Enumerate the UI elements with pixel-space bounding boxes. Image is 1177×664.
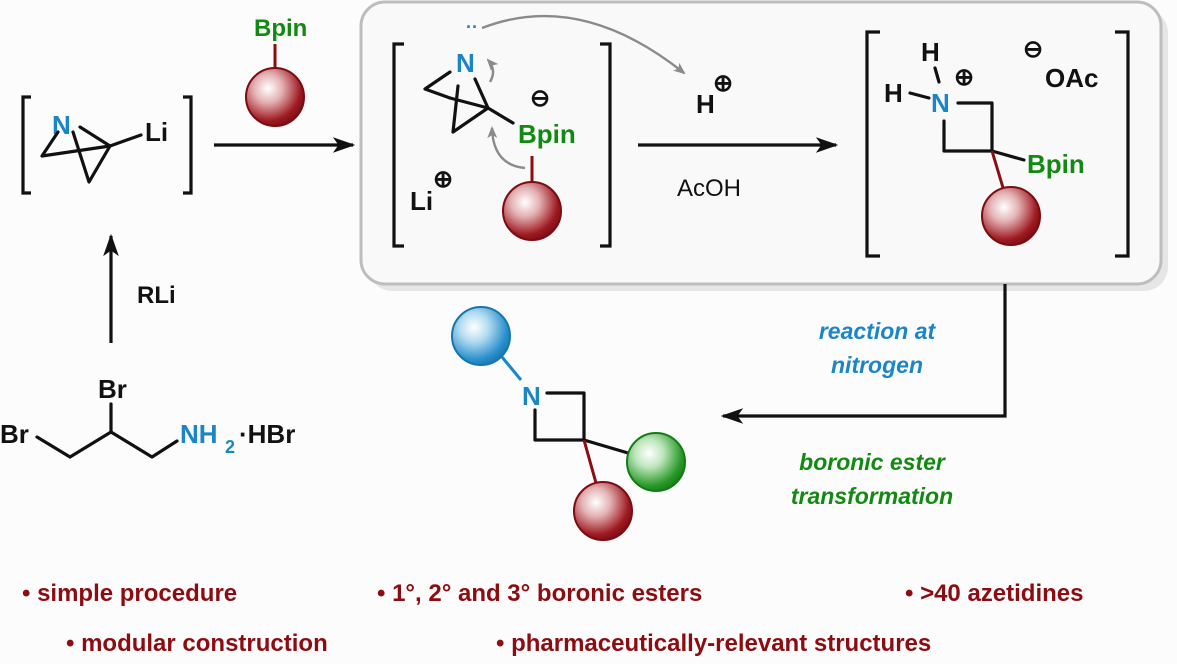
bracket-right	[183, 95, 193, 195]
label-reaction-at-nitrogen-2: nitrogen	[831, 352, 923, 378]
starting-material: Br Br NH 2 ·HBr	[0, 374, 295, 459]
arrow-step4	[720, 284, 1007, 424]
feature-list: • simple procedure • 1°, 2° and 3° boron…	[22, 580, 1084, 657]
br-left: Br	[0, 419, 29, 449]
feature-item: • pharmaceutically-relevant structures	[496, 630, 931, 657]
ate-complex: ·· N ⊖ Bpin Li ⊕	[392, 14, 686, 248]
label-boronic-ester-1: boronic ester	[799, 449, 946, 475]
label-boronic-ester-2: transformation	[791, 483, 953, 509]
bracket-right	[600, 42, 612, 248]
label-reaction-at-nitrogen-1: reaction at	[819, 318, 937, 344]
cation-charge: ⊕	[433, 166, 453, 193]
amine-nh: NH	[180, 419, 218, 449]
curly-arrow-migration	[487, 126, 526, 170]
feature-item: • simple procedure	[22, 580, 237, 607]
anion-charge: ⊖	[530, 85, 550, 112]
bpin-label: Bpin	[254, 15, 307, 42]
bracket-right	[1115, 30, 1130, 258]
br-top: Br	[98, 374, 127, 404]
blue-substituent-sphere	[451, 306, 511, 366]
counterion-charge: ⊖	[1023, 36, 1043, 63]
nitrogen-atom: N	[931, 88, 950, 118]
product-azetidine: N	[451, 306, 686, 541]
feature-item: • modular construction	[66, 630, 328, 657]
lone-pair: ··	[466, 17, 478, 37]
red-substituent-sphere	[981, 186, 1041, 246]
amine-subscript: 2	[225, 437, 235, 457]
curly-arrow-bond	[486, 58, 499, 83]
red-substituent-sphere	[245, 67, 305, 127]
n-charge: ⊕	[954, 64, 974, 91]
curly-arrow-protonation	[481, 14, 686, 75]
bracket-left	[21, 95, 31, 195]
nitrogen-atom: N	[456, 48, 475, 78]
h-left: H	[884, 78, 903, 108]
lithium-label: Li	[145, 117, 168, 147]
bpin-label: Bpin	[518, 119, 576, 149]
bpin-label: Bpin	[1027, 149, 1085, 179]
step2-reagent: Bpin	[245, 15, 307, 127]
feature-item: • 1°, 2° and 3° boronic esters	[377, 580, 702, 607]
green-substituent-sphere	[626, 432, 686, 492]
abb-lithium: N Li	[21, 95, 193, 195]
feature-item: • >40 azetidines	[905, 580, 1084, 607]
red-substituent-sphere	[573, 481, 633, 541]
counterion: OAc	[1045, 63, 1098, 93]
rli-label: RLi	[137, 282, 176, 309]
bracket-left	[865, 30, 880, 258]
acoh-label: AcOH	[677, 175, 741, 202]
red-substituent-sphere	[502, 181, 562, 241]
hbr-salt: ·HBr	[239, 419, 295, 449]
mechanism-box	[359, 0, 1168, 291]
nitrogen-atom: N	[522, 381, 541, 411]
bracket-left	[392, 42, 404, 248]
h-top: H	[921, 37, 940, 67]
proton-charge: ⊕	[713, 70, 733, 97]
azetidinium: H H N ⊕ ⊖ OAc Bpin	[865, 30, 1130, 258]
proton-label: H	[696, 89, 715, 119]
lithium-label: Li	[410, 186, 433, 216]
